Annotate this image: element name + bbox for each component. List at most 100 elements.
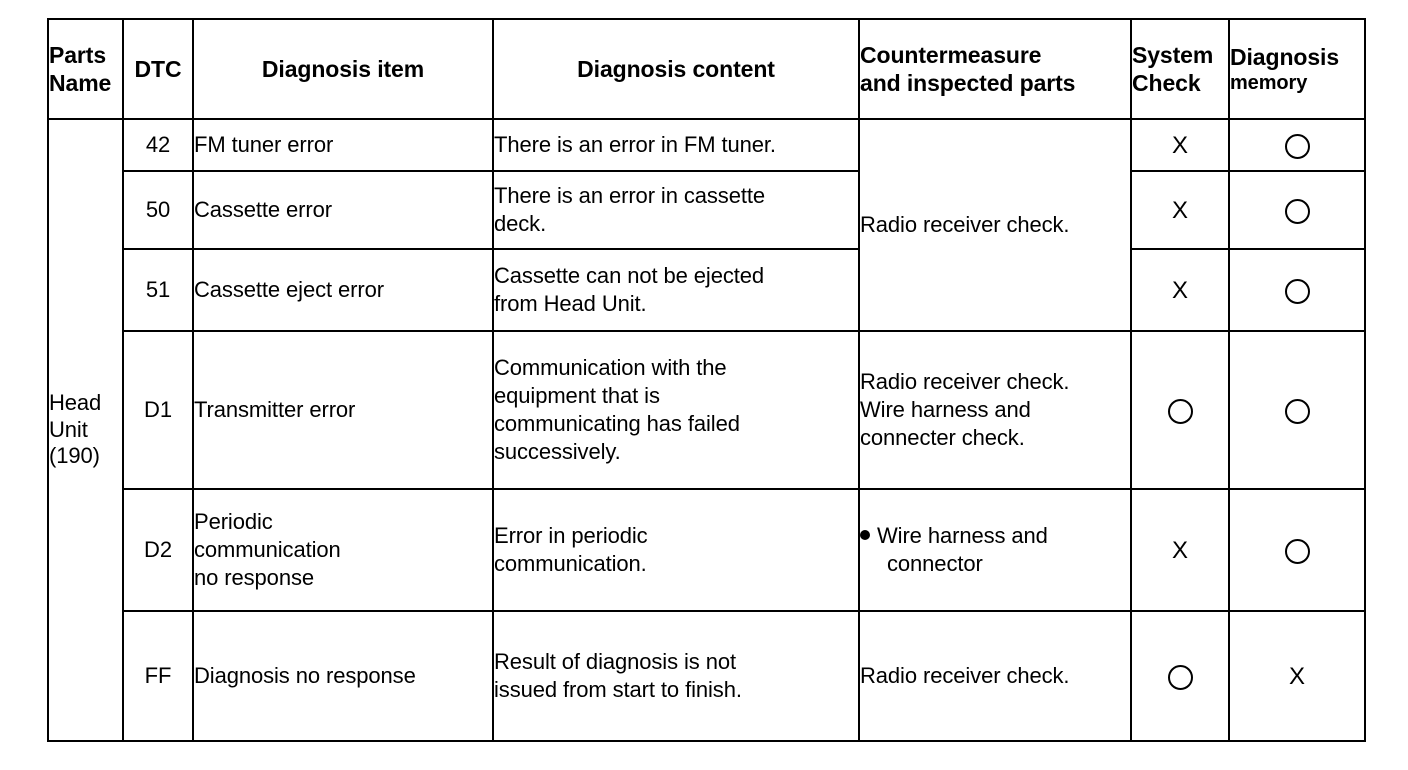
circle-icon xyxy=(1167,398,1193,424)
parts-name-line1: Head xyxy=(49,389,102,415)
countermeasure-bullet-line1: Wire harness and xyxy=(860,522,1130,550)
cell-dtc: 42 xyxy=(122,118,194,172)
content-line2: from Head Unit. xyxy=(494,291,647,316)
content-line3: communicating has failed xyxy=(494,411,740,436)
countermeasure-line2: Wire harness and xyxy=(860,396,1031,422)
countermeasure-line2-wrap: connector xyxy=(860,550,1130,578)
header-parts-name-line2: Name xyxy=(49,70,112,96)
cell-diagnosis-content: Cassette can not be ejected from Head Un… xyxy=(492,248,860,332)
table-row: D1 Transmitter error Communication with … xyxy=(48,330,1366,490)
content-line2: equipment that is xyxy=(494,382,660,408)
content-line1: Communication with the xyxy=(494,354,727,380)
cell-dtc: D1 xyxy=(122,330,194,490)
cell-diagnosis-item: Diagnosis no response xyxy=(192,610,494,742)
header-countermeasure-line2: and inspected parts xyxy=(860,70,1076,96)
content-line2: deck. xyxy=(494,211,547,236)
cell-parts-name: Head Unit (190) xyxy=(47,118,124,742)
cell-diagnosis-content: Result of diagnosis is not issued from s… xyxy=(492,610,860,742)
cell-countermeasure-merged: Radio receiver check. xyxy=(858,118,1132,332)
cell-countermeasure: Radio receiver check. Wire harness and c… xyxy=(858,330,1132,490)
countermeasure-line2: connector xyxy=(887,551,983,576)
cell-diagnosis-content: There is an error in cassette deck. xyxy=(492,170,860,250)
header-countermeasure-line1: Countermeasure xyxy=(860,41,1042,68)
cell-diagnosis-memory xyxy=(1228,118,1366,172)
table-row: D2 Periodic communication no response Er… xyxy=(48,488,1366,612)
content-line1: Cassette can not be ejected xyxy=(494,262,765,288)
cell-diagnosis-item: Cassette eject error xyxy=(192,248,494,332)
diagnosis-table: Parts Name DTC Diagnosis item Diagnosis … xyxy=(47,18,1366,742)
header-row: Parts Name DTC Diagnosis item Diagnosis … xyxy=(47,18,1366,120)
cell-diagnosis-memory: X xyxy=(1228,610,1366,742)
bullet-icon xyxy=(860,529,870,540)
cell-system-check: X xyxy=(1130,248,1230,332)
cell-diagnosis-memory xyxy=(1228,488,1366,612)
cell-diagnosis-content: Error in periodic communication. xyxy=(492,488,860,612)
parts-name-line2: Unit xyxy=(49,416,88,442)
cell-diagnosis-item: Periodic communication no response xyxy=(192,488,494,612)
cell-countermeasure: Wire harness and connector xyxy=(858,488,1132,612)
countermeasure-merged-text: Radio receiver check. xyxy=(860,211,1070,237)
header-dtc: DTC xyxy=(122,18,194,120)
table-row: 51 Cassette eject error Cassette can not… xyxy=(48,248,1366,332)
header-countermeasure: Countermeasure and inspected parts xyxy=(858,18,1132,120)
cell-diagnosis-item: FM tuner error xyxy=(192,118,494,172)
cell-diagnosis-item: Transmitter error xyxy=(192,330,494,490)
content-line1: There is an error in cassette xyxy=(494,182,765,208)
header-parts-name: Parts Name xyxy=(47,18,124,120)
header-diagnosis-content: Diagnosis content xyxy=(492,18,860,120)
cell-dtc: D2 xyxy=(122,488,194,612)
countermeasure-line1: Radio receiver check. xyxy=(860,662,1070,688)
cell-diagnosis-item: Cassette error xyxy=(192,170,494,250)
cell-countermeasure: Radio receiver check. xyxy=(858,610,1132,742)
header-diagnosis-item: Diagnosis item xyxy=(192,18,494,120)
cell-system-check xyxy=(1130,330,1230,490)
circle-icon xyxy=(1167,664,1193,690)
parts-name-line3: (190) xyxy=(49,443,100,469)
circle-icon xyxy=(1284,198,1310,224)
header-parts-name-line1: Parts xyxy=(49,41,107,68)
content-line4: successively. xyxy=(494,439,621,465)
table-body: Head Unit (190) 42 FM tuner error There … xyxy=(47,118,1366,742)
item-line2: communication xyxy=(194,536,341,562)
table-row: FF Diagnosis no response Result of diagn… xyxy=(48,610,1366,742)
cell-dtc: 50 xyxy=(122,170,194,250)
countermeasure-line1: Wire harness and xyxy=(877,522,1048,548)
circle-icon xyxy=(1284,133,1310,159)
header-diagnosis-memory-line1: Diagnosis xyxy=(1230,43,1340,70)
item-line3: no response xyxy=(194,565,314,591)
content-line1: Result of diagnosis is not xyxy=(494,648,736,674)
table-row: Head Unit (190) 42 FM tuner error There … xyxy=(47,118,1366,742)
cell-diagnosis-memory xyxy=(1228,330,1366,490)
header-diagnosis-memory: Diagnosis memory xyxy=(1228,18,1366,120)
cell-dtc: 51 xyxy=(122,248,194,332)
cell-diagnosis-memory xyxy=(1228,170,1366,250)
table-row: 50 Cassette error There is an error in c… xyxy=(48,170,1366,250)
cell-system-check: X xyxy=(1130,170,1230,250)
circle-icon xyxy=(1284,398,1310,424)
content-line1: There is an error in FM tuner. xyxy=(494,131,776,157)
header-diagnosis-memory-line2: memory xyxy=(1230,71,1308,94)
header-system-check-line1: System xyxy=(1132,41,1214,68)
countermeasure-line1: Radio receiver check. xyxy=(860,368,1070,394)
header-system-check-line2: Check xyxy=(1132,70,1201,96)
cell-system-check xyxy=(1130,610,1230,742)
content-line2: issued from start to finish. xyxy=(494,677,742,702)
cross-icon: X xyxy=(1289,663,1305,691)
cross-icon: X xyxy=(1172,277,1188,305)
content-line1: Error in periodic xyxy=(494,522,648,548)
circle-icon xyxy=(1284,538,1310,564)
cross-icon: X xyxy=(1172,537,1188,565)
cell-system-check: X xyxy=(1130,118,1230,172)
countermeasure-line3: connecter check. xyxy=(860,425,1025,451)
content-line2: communication. xyxy=(494,551,647,576)
cell-diagnosis-memory xyxy=(1228,248,1366,332)
header-system-check: System Check xyxy=(1130,18,1230,120)
cell-diagnosis-content: Communication with the equipment that is… xyxy=(492,330,860,490)
cross-icon: X xyxy=(1172,132,1188,160)
table-header: Parts Name DTC Diagnosis item Diagnosis … xyxy=(47,18,1366,120)
circle-icon xyxy=(1284,278,1310,304)
cell-system-check: X xyxy=(1130,488,1230,612)
item-line1: Periodic xyxy=(194,508,273,534)
cell-dtc: FF xyxy=(122,610,194,742)
